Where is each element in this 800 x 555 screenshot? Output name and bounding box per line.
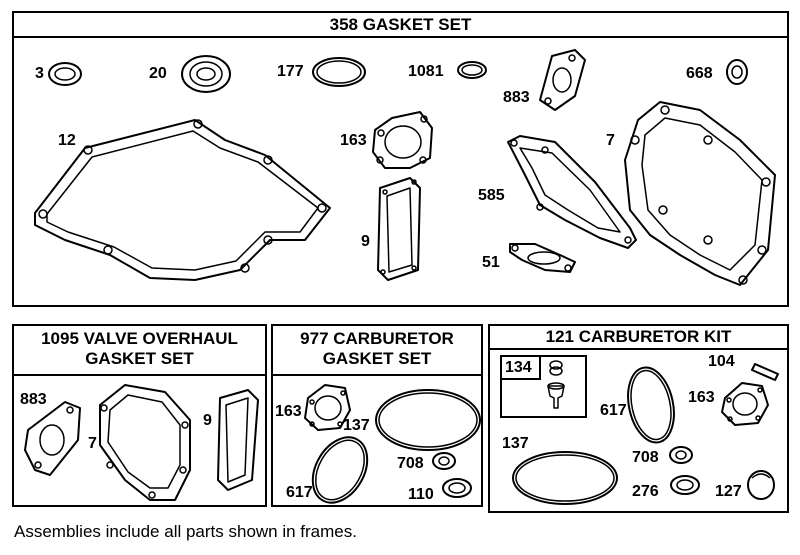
label-part-163: 163 bbox=[340, 132, 367, 149]
carburetor-gasket-title-line2: GASKET SET bbox=[322, 349, 432, 368]
carburetor-kit-frame: 121 CARBURETOR KIT bbox=[488, 324, 789, 513]
part-883-intake-gasket bbox=[539, 49, 586, 111]
kit-part-127-plug bbox=[747, 470, 775, 500]
part-1081-ring bbox=[457, 61, 487, 79]
part-177-gasket-ring bbox=[312, 57, 366, 87]
part-3-seal-ring bbox=[48, 62, 82, 86]
kit-part-617-ring bbox=[627, 366, 675, 444]
part-7-cylinder-head-gasket bbox=[624, 101, 776, 286]
part-163-carburetor-gasket bbox=[372, 111, 433, 169]
kit-part-163-gasket bbox=[721, 382, 769, 426]
kit-part-708-washer bbox=[669, 446, 693, 464]
part-9-rocker-cover-gasket bbox=[377, 177, 421, 281]
valve-part-9-rocker-gasket bbox=[217, 389, 259, 491]
carb-part-110-washer bbox=[442, 478, 472, 498]
sub-assembly-134-label: 134 bbox=[505, 359, 532, 376]
kit-part-276-washer bbox=[670, 475, 700, 495]
carb-part-708-washer bbox=[432, 452, 456, 470]
kit-part-137-gasket-ring bbox=[512, 451, 618, 505]
sub-assembly-134-label-box bbox=[500, 355, 541, 380]
label-kit-708: 708 bbox=[632, 449, 659, 466]
label-carb-163: 163 bbox=[275, 403, 302, 420]
label-valve-7: 7 bbox=[88, 435, 97, 452]
label-kit-163: 163 bbox=[688, 389, 715, 406]
gasket-set-frame: 358 GASKET SET bbox=[12, 11, 789, 307]
label-carb-617: 617 bbox=[286, 484, 313, 501]
label-carb-110: 110 bbox=[408, 486, 434, 503]
gasket-set-title: 358 GASKET SET bbox=[14, 13, 787, 38]
label-part-12: 12 bbox=[58, 132, 76, 149]
label-part-668: 668 bbox=[686, 65, 713, 82]
label-part-9: 9 bbox=[361, 233, 370, 250]
part-668-washer bbox=[726, 59, 748, 85]
part-51-exhaust-flange-gasket bbox=[509, 243, 576, 273]
label-part-51: 51 bbox=[482, 254, 500, 271]
part-12-crankcase-gasket bbox=[34, 119, 331, 281]
part-20-oil-seal bbox=[181, 55, 231, 93]
carburetor-kit-title: 121 CARBURETOR KIT bbox=[490, 326, 787, 350]
valve-overhaul-title-line2: GASKET SET bbox=[85, 349, 194, 368]
part-585-exhaust-gasket bbox=[507, 135, 637, 249]
label-kit-276: 276 bbox=[632, 483, 659, 500]
label-valve-883: 883 bbox=[20, 391, 47, 408]
footnote: Assemblies include all parts shown in fr… bbox=[14, 522, 357, 541]
valve-overhaul-frame: 1095 VALVE OVERHAUL GASKET SET bbox=[12, 324, 267, 507]
valve-part-7-head-gasket bbox=[99, 384, 191, 501]
carb-part-163-gasket bbox=[304, 384, 351, 431]
label-carb-708: 708 bbox=[397, 455, 424, 472]
valve-overhaul-title-line1: 1095 VALVE OVERHAUL bbox=[41, 329, 238, 348]
label-carb-137: 137 bbox=[343, 417, 370, 434]
kit-part-104-pin bbox=[751, 363, 779, 381]
carburetor-gasket-header: 977 CARBURETOR GASKET SET bbox=[273, 326, 481, 376]
label-part-585: 585 bbox=[478, 187, 505, 204]
carb-part-137-gasket-ring bbox=[375, 389, 481, 451]
sub-assembly-134-box bbox=[500, 355, 587, 418]
valve-part-883-gasket bbox=[24, 401, 81, 476]
label-kit-127: 127 bbox=[715, 483, 742, 500]
carburetor-gasket-title-line1: 977 CARBURETOR bbox=[300, 329, 454, 348]
carb-part-617-ring bbox=[311, 436, 369, 504]
label-part-3: 3 bbox=[35, 65, 44, 82]
label-part-7: 7 bbox=[606, 132, 615, 149]
label-valve-9: 9 bbox=[203, 412, 212, 429]
kit-part-134-needle-valve bbox=[547, 360, 565, 409]
carburetor-gasket-frame: 977 CARBURETOR GASKET SET bbox=[271, 324, 483, 507]
label-part-1081: 1081 bbox=[408, 63, 444, 80]
label-part-177: 177 bbox=[277, 63, 304, 80]
label-part-20: 20 bbox=[149, 65, 167, 82]
label-kit-137: 137 bbox=[502, 435, 529, 452]
valve-overhaul-header: 1095 VALVE OVERHAUL GASKET SET bbox=[14, 326, 265, 376]
label-kit-104: 104 bbox=[708, 353, 735, 370]
label-part-883: 883 bbox=[503, 89, 530, 106]
label-kit-617: 617 bbox=[600, 402, 627, 419]
